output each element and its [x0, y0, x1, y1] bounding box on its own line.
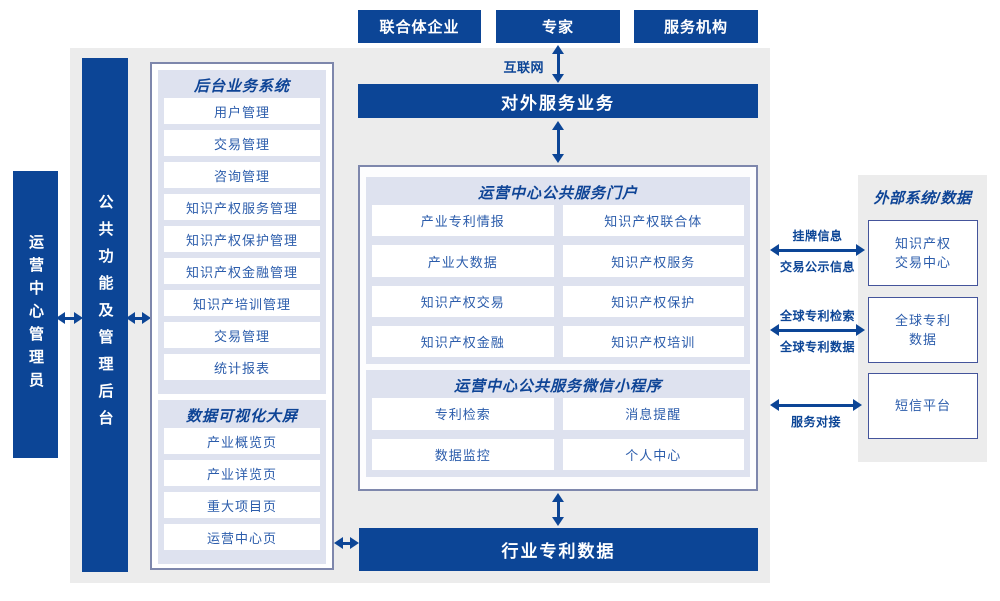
portal-item-ip-consortium: 知识产权联合体 — [562, 205, 744, 237]
global-patent-data-label: 全球专利数据 — [779, 340, 855, 354]
dashboard-item-industry-overview-page: 产业概览页 — [164, 428, 320, 455]
data-visualization-panel-title: 数据可视化大屏 — [185, 408, 298, 425]
industry-patent-data-bar: 行业专利数据 — [359, 528, 758, 571]
backend-item-trade-management: 交易管理 — [164, 130, 320, 157]
backend-item-trade-management-2: 交易管理 — [164, 322, 320, 349]
global-patent-search-label: 全球专利检索 — [779, 309, 855, 323]
double-arrow-backend-panel-icon — [126, 311, 151, 325]
external-box-global-patent-data: 全球专利 数据 — [868, 297, 978, 363]
miniprogram-items-grid: 专利检索 消息提醒 数据监控 个人中心 — [372, 398, 744, 470]
portal-item-ip-finance: 知识产权金融 — [372, 325, 554, 357]
miniprogram-item-data-monitoring: 数据监控 — [372, 438, 554, 470]
backend-system-panel: 后台业务系统 用户管理 交易管理 咨询管理 知识产权服务管理 知识产权保护管理 … — [158, 70, 326, 394]
portal-item-industry-patent-intelligence: 产业专利情报 — [372, 205, 554, 237]
actor-box-service-organization: 服务机构 — [634, 10, 758, 43]
external-box-sms-platform: 短信平台 — [868, 373, 978, 439]
backend-item-ip-finance-management: 知识产权金融管理 — [164, 258, 320, 285]
data-visualization-panel: 数据可视化大屏 产业概览页 产业详览页 重大项目页 运营中心页 — [158, 400, 326, 564]
actor-box-expert: 专家 — [496, 10, 620, 43]
double-arrow-listing-info-icon — [770, 243, 865, 257]
backend-item-ip-service-management: 知识产权服务管理 — [164, 194, 320, 221]
dashboard-item-industry-detail-page: 产业详览页 — [164, 460, 320, 487]
internet-label: 互联网 — [503, 60, 544, 75]
double-arrow-portal-icon — [551, 121, 565, 163]
backend-system-panel-title: 后台业务系统 — [193, 78, 290, 95]
portal-item-ip-protection: 知识产权保护 — [562, 285, 744, 317]
data-visualization-items-list: 产业概览页 产业详览页 重大项目页 运营中心页 — [164, 428, 320, 557]
miniprogram-item-patent-search: 专利检索 — [372, 398, 554, 430]
actor-box-consortium-enterprise: 联合体企业 — [358, 10, 481, 43]
double-arrow-dashboard-industry-icon — [334, 536, 359, 550]
double-arrow-internet-icon — [551, 45, 565, 83]
trade-publicity-info-label: 交易公示信息 — [779, 260, 855, 274]
backend-system-items-list: 用户管理 交易管理 咨询管理 知识产权服务管理 知识产权保护管理 知识产权金融管… — [164, 98, 320, 387]
external-systems-panel-title: 外部系统/数据 — [873, 190, 972, 207]
backend-item-ip-protection-management: 知识产权保护管理 — [164, 226, 320, 253]
backend-item-statistics-report: 统计报表 — [164, 354, 320, 381]
backend-item-ip-training-management: 知识产培训管理 — [164, 290, 320, 317]
service-connection-label: 服务对接 — [790, 415, 841, 429]
public-service-portal-panel: 运营中心公共服务门户 产业专利情报 知识产权联合体 产业大数据 知识产权服务 知… — [366, 177, 750, 364]
portal-item-ip-training: 知识产权培训 — [562, 325, 744, 357]
miniprogram-panel-title: 运营中心公共服务微信小程序 — [453, 378, 662, 395]
portal-panel-title: 运营中心公共服务门户 — [477, 185, 638, 202]
portal-item-ip-trade: 知识产权交易 — [372, 285, 554, 317]
double-arrow-admin-backend-icon — [56, 311, 83, 325]
double-arrow-service-connection-icon — [770, 398, 862, 412]
portal-item-industry-big-data: 产业大数据 — [372, 245, 554, 277]
dashboard-item-major-project-page: 重大项目页 — [164, 492, 320, 519]
double-arrow-global-patent-icon — [770, 323, 865, 337]
portal-items-grid: 产业专利情报 知识产权联合体 产业大数据 知识产权服务 知识产权交易 知识产权保… — [372, 205, 744, 357]
miniprogram-item-message-reminder: 消息提醒 — [562, 398, 744, 430]
miniprogram-item-personal-center: 个人中心 — [562, 438, 744, 470]
portal-item-ip-service: 知识产权服务 — [562, 245, 744, 277]
backend-item-consult-management: 咨询管理 — [164, 162, 320, 189]
listing-info-label: 挂牌信息 — [792, 229, 843, 243]
public-function-backend-bar: 公共功能及管理后台 — [82, 58, 128, 572]
double-arrow-industry-data-icon — [551, 493, 565, 526]
operation-admin-bar: 运营中心管理员 — [13, 171, 58, 458]
dashboard-item-operation-center-page: 运营中心页 — [164, 524, 320, 551]
wechat-miniprogram-panel: 运营中心公共服务微信小程序 专利检索 消息提醒 数据监控 个人中心 — [366, 370, 750, 477]
external-box-ip-trade-center: 知识产权 交易中心 — [868, 220, 978, 286]
external-service-bar: 对外服务业务 — [358, 84, 758, 118]
backend-item-user-management: 用户管理 — [164, 98, 320, 125]
